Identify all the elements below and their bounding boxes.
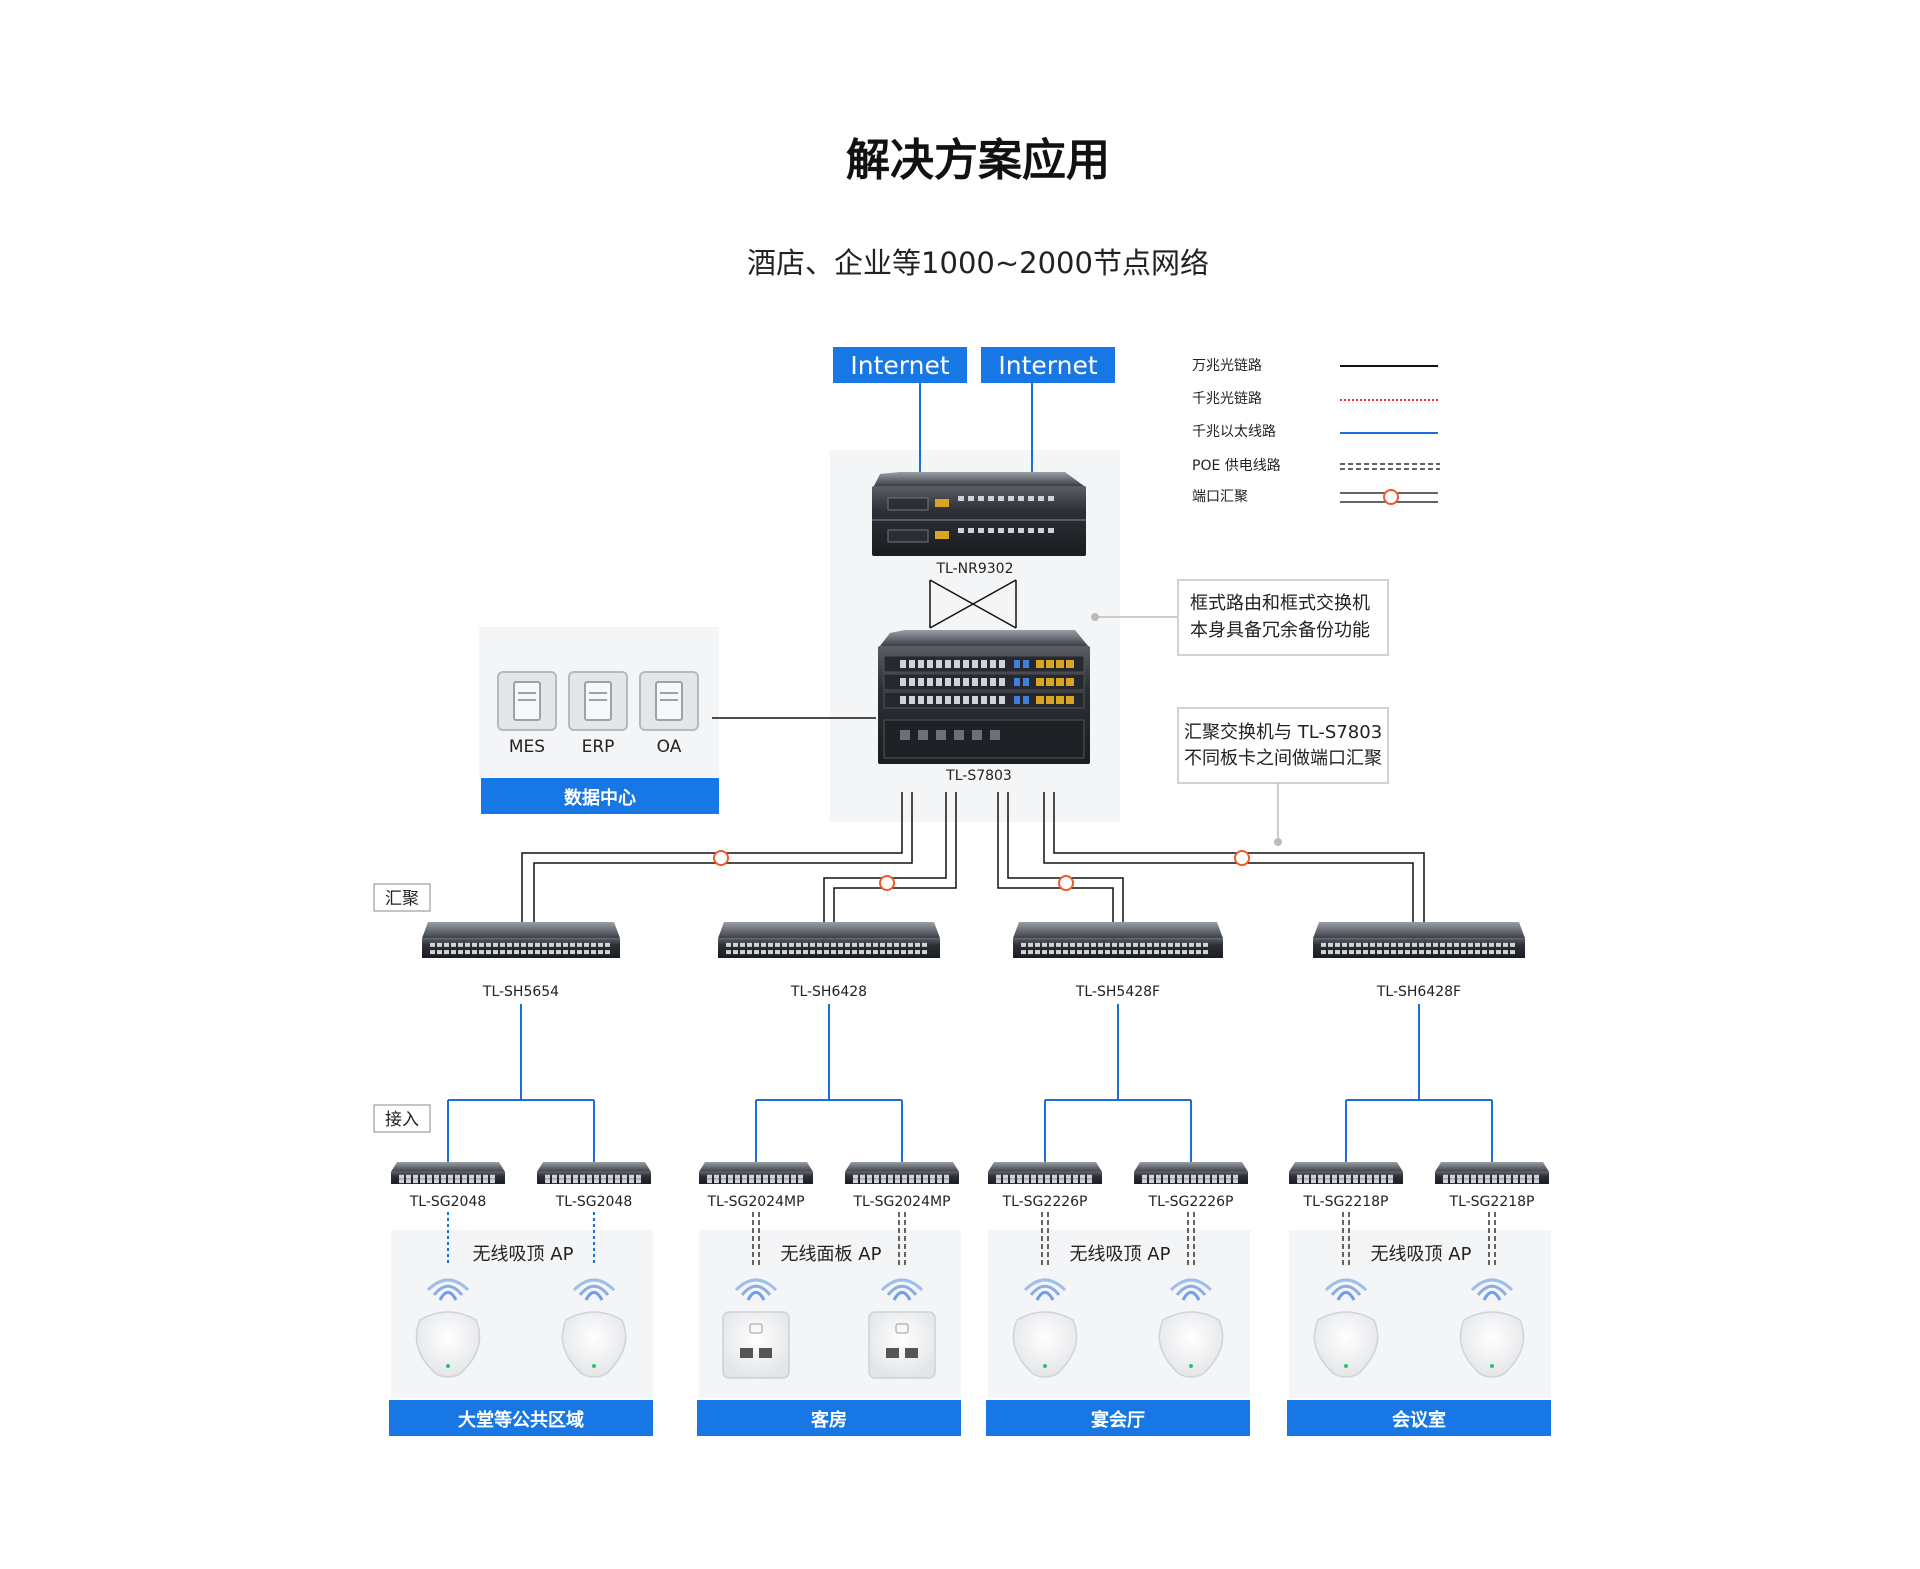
server-label: ERP (582, 737, 615, 757)
access-model: TL-SG2024MP (852, 1194, 950, 1210)
area-label: 大堂等公共区域 (458, 1409, 584, 1431)
legend-aggregation-ring-icon (1383, 489, 1399, 505)
aggregation-model: TL-SH6428F (1376, 984, 1461, 1000)
panel-ap-icon (722, 1278, 790, 1379)
legend-label-poe: POE 供电线路 (1192, 458, 1281, 474)
redundancy-links (929, 579, 1017, 629)
ethernet-links (755, 1004, 903, 1162)
datacenter-servers: MES ERP OA (497, 671, 699, 757)
legend-label-ethernet: 千兆以太线路 (1192, 424, 1276, 440)
group-3: TL-SH5428F TL-SG2226P TL-SG2226P 无线吸顶 AP 宴会厅 (986, 922, 1250, 1436)
router-model: TL-NR9302 (936, 561, 1014, 577)
aggregation-ring-2 (879, 875, 895, 891)
ap-label: 无线面板 AP (781, 1244, 882, 1265)
access-model: TL-SG2226P (1002, 1194, 1088, 1210)
aggregation-switch-device (1313, 922, 1525, 958)
access-switch-device (988, 1162, 1102, 1184)
layer-tag-access: 接入 (385, 1110, 419, 1130)
server-label: OA (657, 737, 682, 757)
access-switch-device (845, 1162, 959, 1184)
legend: 万兆光链路 千兆光链路 千兆以太线路 POE 供电线路 端口汇聚 (1192, 358, 1440, 505)
core-switch-device (878, 630, 1090, 764)
ceiling-ap-icon (1012, 1278, 1078, 1378)
aggregation-model: TL-SH6428 (790, 984, 867, 1000)
note-redundancy-box (1177, 579, 1389, 656)
ceiling-ap-icon (561, 1278, 627, 1378)
area-bar (697, 1400, 961, 1436)
page-title: 解决方案应用 (846, 135, 1110, 186)
ethernet-links (1044, 1004, 1192, 1162)
datacenter-bar (481, 778, 719, 814)
note-aggregation-line1: 汇聚交换机与 TL-S7803 (1184, 722, 1382, 743)
access-model: TL-SG2218P (1449, 1194, 1535, 1210)
note-aggregation-line2: 不同板卡之间做端口汇聚 (1184, 748, 1382, 769)
access-model: TL-SG2218P (1303, 1194, 1389, 1210)
aggregation-ring-1 (713, 850, 729, 866)
note-aggregation-box (1177, 707, 1389, 784)
aggregation-rings (713, 850, 1250, 891)
datacenter-label: 数据中心 (564, 787, 636, 809)
aggregation-switch-device (718, 922, 940, 958)
access-switch-device (1435, 1162, 1549, 1184)
area-bar (1287, 1400, 1551, 1436)
ceiling-ap-icon (1158, 1278, 1224, 1378)
ceiling-ap-icon (1459, 1278, 1525, 1378)
ap-label: 无线吸顶 AP (1371, 1244, 1472, 1265)
legend-label-fiber1g: 千兆光链路 (1192, 391, 1262, 407)
server-label: MES (509, 737, 545, 757)
ap-label: 无线吸顶 AP (473, 1244, 574, 1265)
aggregation-ring-3 (1058, 875, 1074, 891)
aggregation-switch-device (1013, 922, 1223, 958)
internet-box-2 (981, 347, 1115, 383)
aggregation-model: TL-SH5428F (1075, 984, 1160, 1000)
area-label: 会议室 (1392, 1409, 1446, 1431)
internet-box-1 (833, 347, 967, 383)
area-bar (389, 1400, 653, 1436)
ethernet-links (447, 1004, 595, 1162)
note-redundancy-line2: 本身具备冗余备份功能 (1190, 620, 1370, 641)
layer-tag-aggregation-box (373, 883, 431, 912)
access-switch-device (1134, 1162, 1248, 1184)
legend-label-aggregation: 端口汇聚 (1192, 489, 1248, 505)
access-switch-device (391, 1162, 505, 1184)
access-model: TL-SG2048 (555, 1194, 633, 1210)
core-switch-model: TL-S7803 (945, 768, 1012, 784)
note-pointer-dot (1091, 613, 1099, 621)
ceiling-ap-icon (415, 1278, 481, 1378)
page-subtitle: 酒店、企业等1000~2000节点网络 (747, 246, 1209, 280)
panel-ap-icon (868, 1278, 936, 1379)
internet-label-1: Internet (850, 351, 949, 380)
note-aggregation-dot (1274, 838, 1282, 846)
note-redundancy-line1: 框式路由和框式交换机 (1190, 593, 1370, 614)
access-switch-device (537, 1162, 651, 1184)
aggregation-model: TL-SH5654 (482, 984, 559, 1000)
layer-tag-aggregation: 汇聚 (385, 889, 419, 909)
ap-label: 无线吸顶 AP (1070, 1244, 1171, 1265)
access-switch-device (1289, 1162, 1403, 1184)
access-switch-device (699, 1162, 813, 1184)
area-label: 客房 (811, 1409, 847, 1431)
aggregation-ring-4 (1234, 850, 1250, 866)
area-bar (986, 1400, 1250, 1436)
access-model: TL-SG2024MP (706, 1194, 804, 1210)
aggregation-switch-device (422, 922, 620, 958)
router-device (872, 472, 1086, 556)
access-model: TL-SG2048 (409, 1194, 487, 1210)
access-model: TL-SG2226P (1148, 1194, 1234, 1210)
legend-label-fiber10g: 万兆光链路 (1192, 358, 1262, 374)
internet-label-2: Internet (998, 351, 1097, 380)
area-label: 宴会厅 (1091, 1409, 1145, 1431)
ethernet-links (1345, 1004, 1493, 1162)
ceiling-ap-icon (1313, 1278, 1379, 1378)
layer-tag-access-box (373, 1104, 431, 1133)
group-4: TL-SH6428F TL-SG2218P TL-SG2218P 无线吸顶 AP 会议室 (1287, 922, 1551, 1436)
